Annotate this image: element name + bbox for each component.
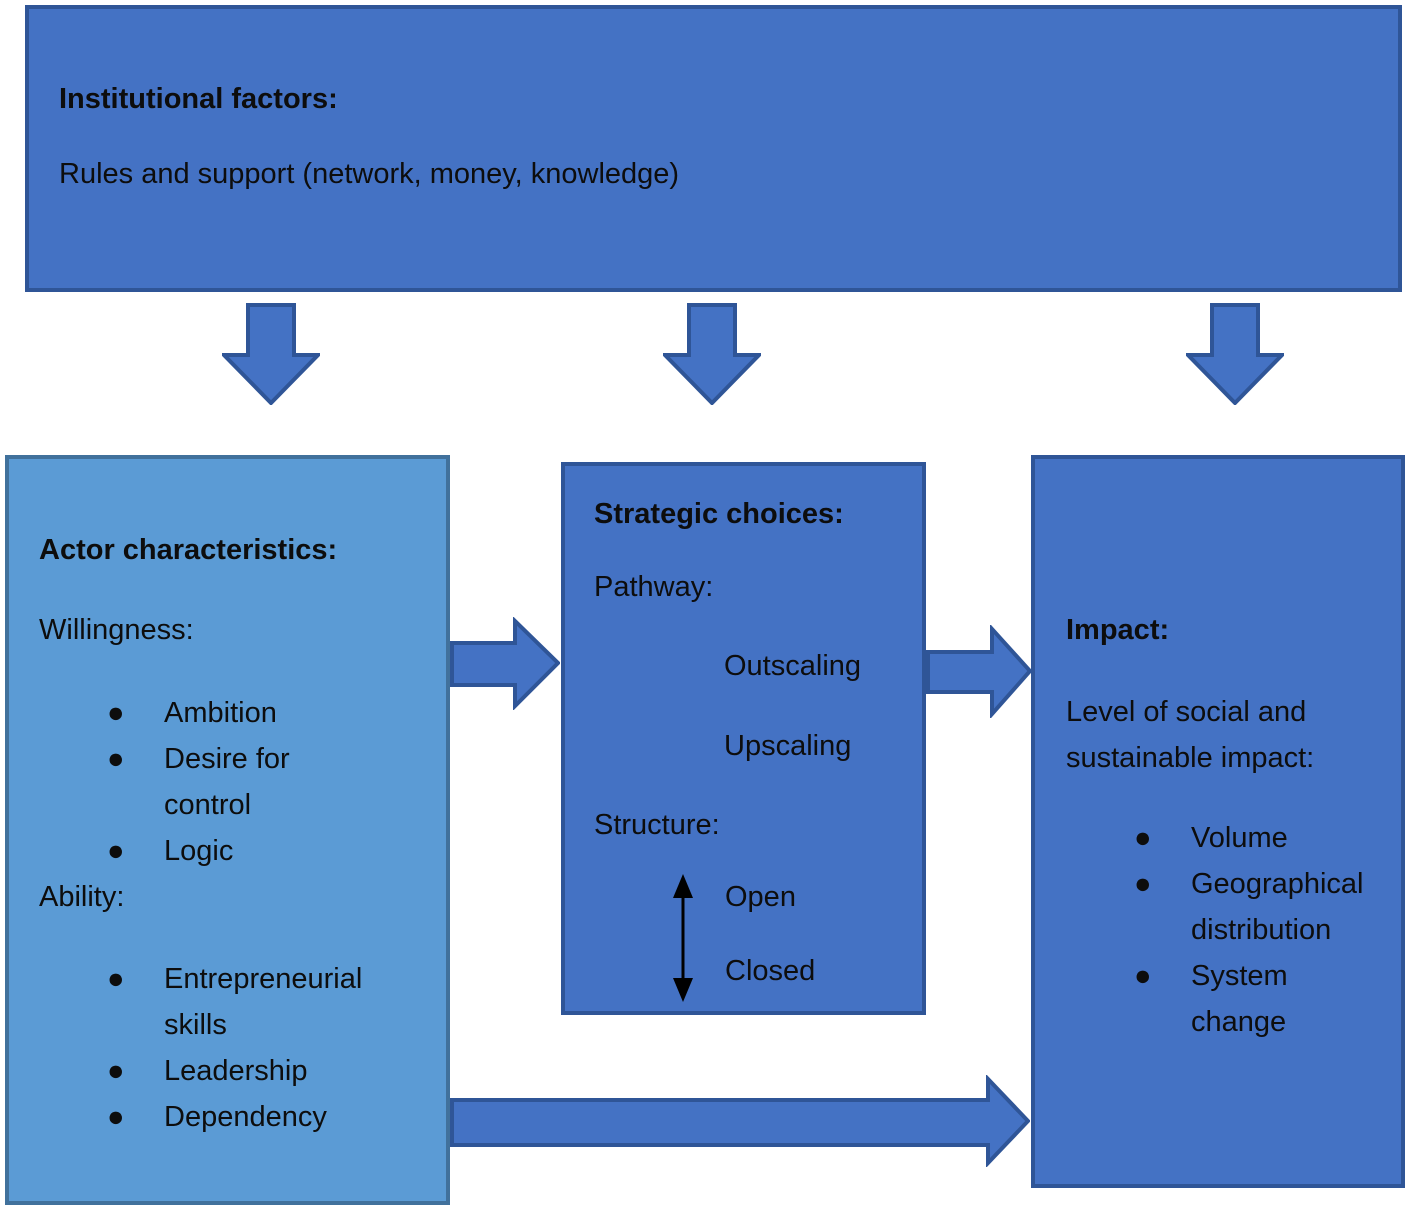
structure-heading: Structure: (594, 809, 720, 841)
actor-characteristics-box: Actor characteristics: Willingness: ● Am… (5, 455, 450, 1205)
institutional-factors-box: Institutional factors: Rules and support… (25, 5, 1402, 292)
list-item-label: Dependency (164, 1101, 327, 1133)
bullet-icon: ● (107, 835, 125, 867)
willingness-list: ● Ambition ● Desire for control ● Logic (39, 690, 441, 874)
list-item: ● System change (1066, 953, 1381, 1045)
list-item: ● Desire for control (39, 736, 441, 828)
structure-option-open: Open (725, 881, 796, 913)
bullet-icon: ● (1134, 868, 1152, 900)
down-arrow-icon (663, 303, 761, 405)
list-item-label: Entrepreneurial skills (164, 963, 363, 1041)
list-item-label: Volume (1191, 822, 1288, 854)
bullet-icon: ● (107, 1055, 125, 1087)
pathway-option-outscaling: Outscaling (724, 650, 862, 682)
pathway-option-upscaling: Upscaling (724, 730, 852, 762)
list-item-label: Ambition (164, 697, 277, 729)
bullet-icon: ● (1134, 960, 1152, 992)
impact-body: Level of social and sustainable impact: (1066, 696, 1315, 774)
list-item-label: System change (1191, 960, 1288, 1038)
list-item: ● Geographical distribution (1066, 861, 1381, 953)
bullet-icon: ● (1134, 822, 1152, 854)
list-item-label: Geographical distribution (1191, 868, 1364, 946)
ability-list: ● Entrepreneurial skills ● Leadership ● … (39, 956, 441, 1140)
list-item: ● Volume (1066, 815, 1381, 861)
list-item: ● Entrepreneurial skills (39, 956, 441, 1048)
list-item-label: Logic (164, 835, 234, 867)
impact-box: Impact: Level of social and sustainable … (1031, 455, 1405, 1188)
bullet-icon: ● (107, 697, 125, 729)
right-arrow-icon (926, 625, 1032, 718)
double-vertical-arrow-icon (673, 874, 693, 1002)
institutional-factors-body: Rules and support (network, money, knowl… (59, 158, 680, 190)
pathway-heading: Pathway: (594, 571, 714, 603)
bullet-icon: ● (107, 1101, 125, 1133)
bullet-icon: ● (107, 743, 125, 775)
institutional-factors-title: Institutional factors: (59, 83, 338, 115)
down-arrow-icon (222, 303, 320, 405)
strategic-choices-box: Strategic choices: Pathway: Outscaling U… (561, 462, 926, 1015)
list-item-label: Desire for control (164, 743, 290, 821)
bullet-icon: ● (107, 963, 125, 995)
impact-title: Impact: (1066, 614, 1170, 646)
long-right-arrow-icon (450, 1075, 1030, 1167)
structure-option-closed: Closed (725, 955, 816, 987)
list-item-label: Leadership (164, 1055, 308, 1087)
actor-characteristics-title: Actor characteristics: (39, 534, 338, 566)
list-item: ● Ambition (39, 690, 441, 736)
strategic-choices-title: Strategic choices: (594, 498, 844, 530)
list-item: ● Leadership (39, 1048, 441, 1094)
list-item: ● Dependency (39, 1094, 441, 1140)
ability-heading: Ability: (39, 881, 125, 913)
impact-list: ● Volume ● Geographical distribution ● S… (1066, 815, 1381, 1045)
list-item: ● Logic (39, 828, 441, 874)
right-arrow-icon (450, 617, 560, 710)
down-arrow-icon (1186, 303, 1284, 405)
willingness-heading: Willingness: (39, 614, 194, 646)
